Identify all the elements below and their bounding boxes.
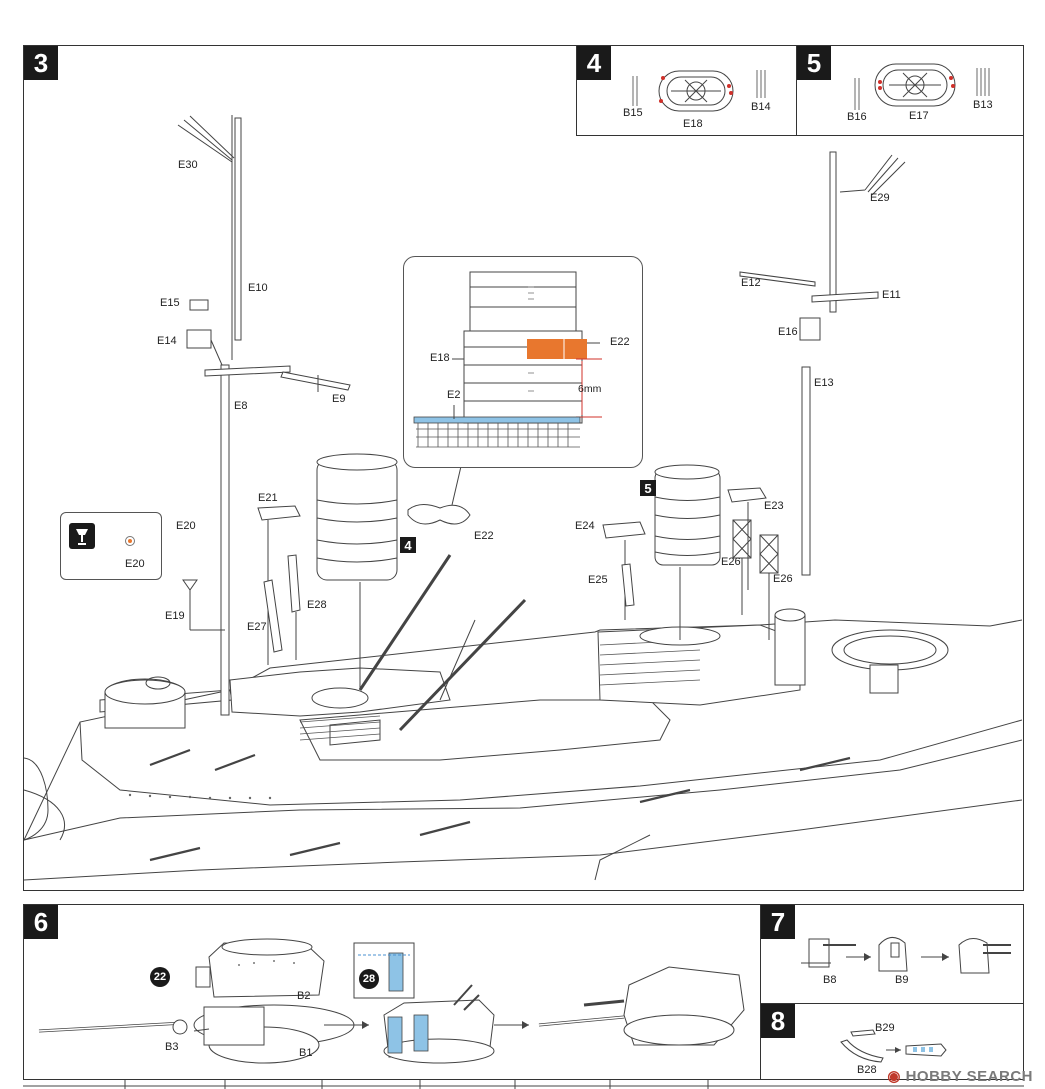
step6-label-b2: B2 — [297, 990, 311, 1002]
step-5-number: 5 — [797, 46, 831, 80]
label-e28: E28 — [307, 599, 327, 611]
step-5-panel: 5 B16 E17 B13 — [796, 45, 1024, 136]
label-e10: E10 — [248, 282, 268, 294]
watermark-logo-icon: ◉ — [887, 1068, 901, 1085]
label-e8: E8 — [234, 400, 248, 412]
callout-dimension-6mm: 6mm — [578, 383, 602, 395]
glue-icon — [69, 523, 95, 549]
label-e27: E27 — [247, 621, 267, 633]
label-e20: E20 — [176, 520, 196, 532]
label-e19: E19 — [165, 610, 185, 622]
step-7-panel: 7 B8 B9 — [760, 904, 1024, 1004]
step-4-panel: 4 B15 E18 B14 — [576, 45, 797, 136]
label-e16: E16 — [778, 326, 798, 338]
glue-point-icon — [125, 536, 135, 546]
step-3-number: 3 — [24, 46, 58, 80]
funnel-callout: E18 E22 E2 6mm — [403, 256, 643, 468]
step8-label-b28: B28 — [857, 1064, 877, 1076]
step-4-number: 4 — [577, 46, 611, 80]
step-7-number: 7 — [761, 905, 795, 939]
label-e30: E30 — [178, 159, 198, 171]
glue-inset-label: E20 — [125, 558, 145, 570]
label-e15: E15 — [160, 297, 180, 309]
label-e14: E14 — [157, 335, 177, 347]
label-e13: E13 — [814, 377, 834, 389]
label-e22: E22 — [474, 530, 494, 542]
step4-label-b14: B14 — [751, 101, 771, 113]
glue-inset: E20 — [60, 512, 162, 580]
label-e11: E11 — [882, 289, 901, 301]
step8-label-b29: B29 — [875, 1022, 895, 1034]
step-8-panel: 8 B29 B28 — [760, 1003, 1024, 1080]
step4-label-e18: E18 — [683, 118, 703, 130]
step6-label-b1: B1 — [299, 1047, 313, 1059]
label-e26-left: E26 — [721, 556, 741, 568]
step5-label-e17: E17 — [909, 110, 929, 122]
step7-label-b8: B8 — [823, 974, 837, 986]
ref-step-4-badge: 4 — [400, 537, 416, 553]
label-e24: E24 — [575, 520, 595, 532]
callout-label-e18: E18 — [430, 352, 450, 364]
ref-step-5-badge: 5 — [640, 480, 656, 496]
step7-label-b9: B9 — [895, 974, 909, 986]
decal-22-badge: 22 — [150, 967, 170, 987]
step5-label-b13: B13 — [973, 99, 993, 111]
label-e26-right: E26 — [773, 573, 793, 585]
watermark-text: HOBBY SEARCH — [905, 1068, 1033, 1085]
step-8-number: 8 — [761, 1004, 795, 1038]
callout-label-e22: E22 — [610, 336, 630, 348]
step-6-number: 6 — [24, 905, 58, 939]
step4-label-b15: B15 — [623, 107, 643, 119]
step6-label-b3: B3 — [165, 1041, 179, 1053]
label-e29: E29 — [870, 192, 890, 204]
callout-label-e2: E2 — [447, 389, 461, 401]
step-6-panel: 6 22 28 B2 — [23, 904, 761, 1080]
label-e25: E25 — [588, 574, 608, 586]
decal-28-badge: 28 — [359, 969, 379, 989]
label-e12: E12 — [741, 277, 761, 289]
step5-label-b16: B16 — [847, 111, 867, 123]
label-e9: E9 — [332, 393, 346, 405]
watermark: ◉ HOBBY SEARCH — [887, 1067, 1033, 1085]
label-e23: E23 — [764, 500, 784, 512]
label-e21: E21 — [258, 492, 278, 504]
e22-highlight — [527, 339, 587, 359]
